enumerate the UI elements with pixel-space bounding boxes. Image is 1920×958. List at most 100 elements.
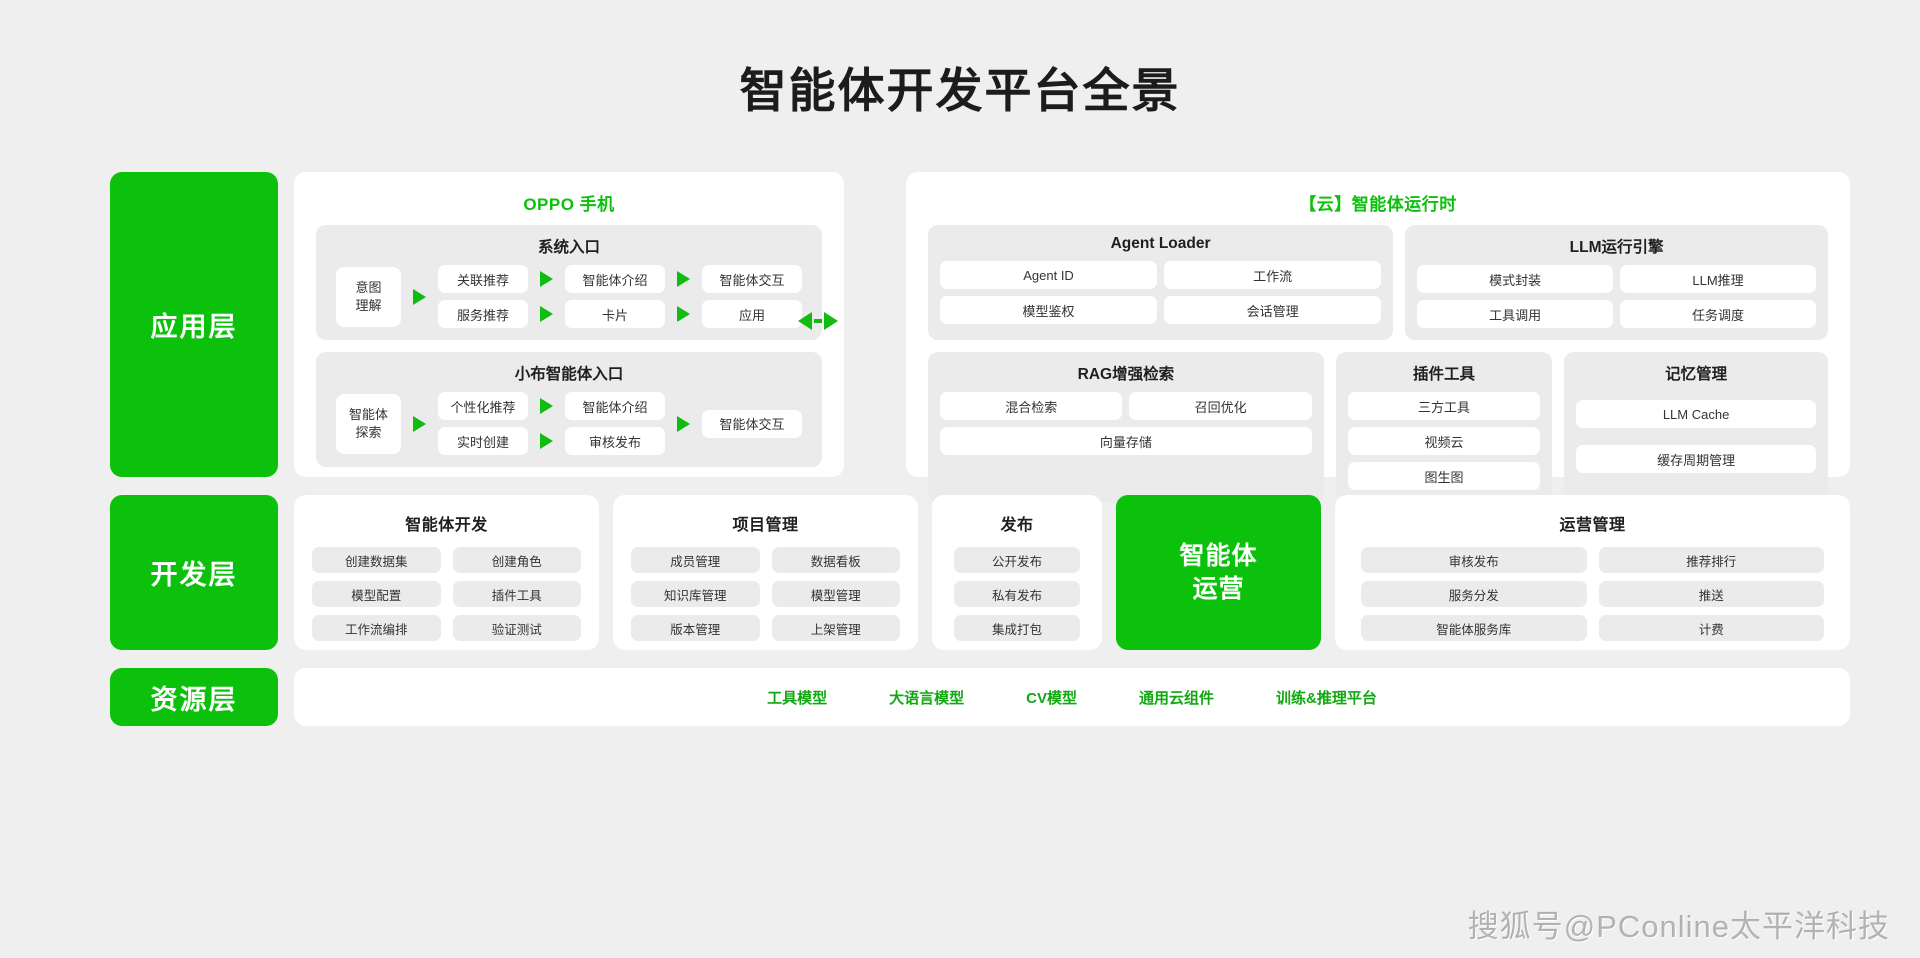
- chip-workflow-orchestration[interactable]: 工作流编排: [312, 615, 441, 641]
- layer-label-development: 开发层: [110, 495, 278, 650]
- chip-image-to-image[interactable]: 图生图: [1347, 462, 1541, 490]
- chip-workflow[interactable]: 工作流: [1164, 261, 1382, 289]
- chip-review-publish[interactable]: 审核发布: [565, 427, 665, 455]
- cloud-row-2: RAG增强检索 混合检索 召回优化 向量存储 插件工具 三方工具 视频云 图生图: [906, 340, 1850, 502]
- arrow-cell: [540, 265, 553, 293]
- panel-chips: 模式封装 LLM推理 工具调用 任务调度: [1405, 265, 1828, 328]
- chip-model-config[interactable]: 模型配置: [312, 581, 441, 607]
- chip-knowledge-base-management[interactable]: 知识库管理: [631, 581, 760, 607]
- arrow-cell: [677, 300, 690, 328]
- chip-card[interactable]: 卡片: [565, 300, 665, 328]
- chip-recommendation-ranking[interactable]: 推荐排行: [1598, 547, 1824, 573]
- highlight-line-2: 运营: [1192, 574, 1245, 603]
- chip-cache-lifecycle-management[interactable]: 缓存周期管理: [1576, 445, 1816, 473]
- arrow-cell: [540, 427, 553, 455]
- system-entry-col-3: 智能体交互 应用: [702, 265, 802, 328]
- chip-video-cloud[interactable]: 视频云: [1347, 427, 1541, 455]
- xiaobu-arrows-2: [677, 410, 690, 438]
- chip-intent-understanding[interactable]: 意图 理解: [336, 266, 401, 327]
- resource-item-tool-model[interactable]: 工具模型: [767, 689, 828, 707]
- xiaobu-col-3: 智能体交互: [702, 409, 802, 438]
- panel-title: 插件工具: [1412, 366, 1475, 383]
- chip-validation-test[interactable]: 验证测试: [452, 615, 581, 641]
- chip-member-management[interactable]: 成员管理: [631, 547, 760, 573]
- chip-line-1: 意图: [355, 279, 382, 295]
- chip-agent-interaction[interactable]: 智能体交互: [702, 265, 802, 293]
- chip-plugin-tools[interactable]: 插件工具: [452, 581, 581, 607]
- xiaobu-entry-title: 小布智能体入口: [514, 366, 624, 383]
- chip-recall-optimization[interactable]: 召回优化: [1129, 392, 1312, 420]
- chip-llm-cache[interactable]: LLM Cache: [1576, 400, 1816, 428]
- arrow-right-icon: [540, 271, 553, 287]
- chip-listing-management[interactable]: 上架管理: [771, 615, 900, 641]
- dev-card-publish: 发布 公开发布 私有发布 集成打包: [932, 495, 1102, 650]
- resource-item-cloud-components[interactable]: 通用云组件: [1139, 689, 1215, 707]
- chip-application[interactable]: 应用: [702, 300, 802, 328]
- chip-vector-storage[interactable]: 向量存储: [940, 427, 1312, 455]
- chip-integrated-packaging[interactable]: 集成打包: [954, 615, 1080, 641]
- chip-hybrid-retrieval[interactable]: 混合检索: [940, 392, 1123, 420]
- resource-item-cv-model[interactable]: CV模型: [1026, 689, 1077, 707]
- xiaobu-col-2: 智能体介绍 审核发布: [565, 392, 665, 455]
- chip-service-recommend[interactable]: 服务推荐: [438, 300, 528, 328]
- chip-private-publish[interactable]: 私有发布: [954, 581, 1080, 607]
- chip-version-management[interactable]: 版本管理: [631, 615, 760, 641]
- chip-line-1: 智能体: [348, 406, 388, 422]
- chip-agent-id[interactable]: Agent ID: [940, 261, 1158, 289]
- chip-model-management[interactable]: 模型管理: [771, 581, 900, 607]
- chip-related-recommend[interactable]: 关联推荐: [438, 265, 528, 293]
- chip-data-dashboard[interactable]: 数据看板: [771, 547, 900, 573]
- agent-operations-highlight[interactable]: 智能体 运营: [1116, 495, 1321, 650]
- chip-review-publish[interactable]: 审核发布: [1361, 547, 1587, 573]
- chip-agent-interaction[interactable]: 智能体交互: [702, 409, 802, 438]
- resource-layer-row: 资源层 工具模型 大语言模型 CV模型 通用云组件 训练&推理平台: [110, 668, 1850, 726]
- cloud-panel-agent-loader: Agent Loader Agent ID 工作流 模型鉴权 会话管理: [928, 225, 1394, 340]
- chip-agent-intro[interactable]: 智能体介绍: [565, 265, 665, 293]
- chip-session-management[interactable]: 会话管理: [1164, 296, 1382, 324]
- panel-title: 记忆管理: [1665, 366, 1728, 383]
- chip-agent-explore[interactable]: 智能体 探索: [336, 393, 401, 454]
- cloud-row-1: Agent Loader Agent ID 工作流 模型鉴权 会话管理 LLM运…: [906, 215, 1850, 340]
- xiaobu-entry-panel: 小布智能体入口 智能体 探索 个性化推荐 实时创建: [316, 352, 822, 467]
- cloud-panel-plugin-tools: 插件工具 三方工具 视频云 图生图: [1335, 352, 1553, 502]
- chip-billing[interactable]: 计费: [1598, 615, 1824, 641]
- system-entry-arrows-2: [677, 265, 690, 328]
- chip-agent-service-library[interactable]: 智能体服务库: [1361, 615, 1587, 641]
- arrow-cell: [677, 410, 690, 438]
- chip-task-scheduling[interactable]: 任务调度: [1620, 300, 1816, 328]
- cloud-panel-memory-management: 记忆管理 LLM Cache 缓存周期管理: [1564, 352, 1828, 502]
- panel-chips: LLM Cache 缓存周期管理: [1564, 392, 1828, 473]
- page-title: 智能体开发平台全景: [739, 64, 1181, 117]
- card-chips: 创建数据集 创建角色 模型配置 插件工具 工作流编排 验证测试: [294, 547, 599, 641]
- chip-push[interactable]: 推送: [1598, 581, 1824, 607]
- chip-create-dataset[interactable]: 创建数据集: [312, 547, 441, 573]
- chip-third-party-tools[interactable]: 三方工具: [1347, 392, 1541, 420]
- chip-tool-invocation[interactable]: 工具调用: [1417, 300, 1614, 328]
- resource-item-training-inference-platform[interactable]: 训练&推理平台: [1276, 689, 1377, 707]
- arrow-cell: [540, 300, 553, 328]
- arrow-right-icon: [540, 433, 553, 449]
- chip-mode-encapsulation[interactable]: 模式封装: [1417, 265, 1614, 293]
- chip-create-role[interactable]: 创建角色: [452, 547, 581, 573]
- card-chips: 审核发布 推荐排行 服务分发 推送 智能体服务库 计费: [1335, 547, 1850, 641]
- arrow-cell: [677, 265, 690, 293]
- chip-personalized-recommend[interactable]: 个性化推荐: [438, 392, 528, 420]
- chip-llm-inference[interactable]: LLM推理: [1620, 265, 1816, 293]
- panel-chips: 三方工具 视频云 图生图: [1336, 392, 1552, 490]
- layer-label-application: 应用层: [110, 172, 278, 477]
- dev-card-project-management: 项目管理 成员管理 数据看板 知识库管理 模型管理 版本管理 上架管理: [613, 495, 918, 650]
- panel-title: Agent Loader: [1110, 235, 1211, 252]
- system-entry-col-2: 智能体介绍 卡片: [565, 265, 665, 328]
- layer-label-resource: 资源层: [110, 668, 278, 726]
- chip-agent-intro[interactable]: 智能体介绍: [565, 392, 665, 420]
- system-entry-col-1: 关联推荐 服务推荐: [438, 265, 528, 328]
- chip-realtime-create[interactable]: 实时创建: [438, 427, 528, 455]
- cloud-panel-llm-engine: LLM运行引擎 模式封装 LLM推理 工具调用 任务调度: [1405, 225, 1828, 340]
- chip-public-publish[interactable]: 公开发布: [954, 547, 1080, 573]
- chip-service-distribution[interactable]: 服务分发: [1361, 581, 1587, 607]
- card-chips: 公开发布 私有发布 集成打包: [932, 547, 1102, 641]
- resource-item-llm[interactable]: 大语言模型: [889, 689, 965, 707]
- chip-model-auth[interactable]: 模型鉴权: [940, 296, 1158, 324]
- resource-card: 工具模型 大语言模型 CV模型 通用云组件 训练&推理平台: [294, 668, 1850, 726]
